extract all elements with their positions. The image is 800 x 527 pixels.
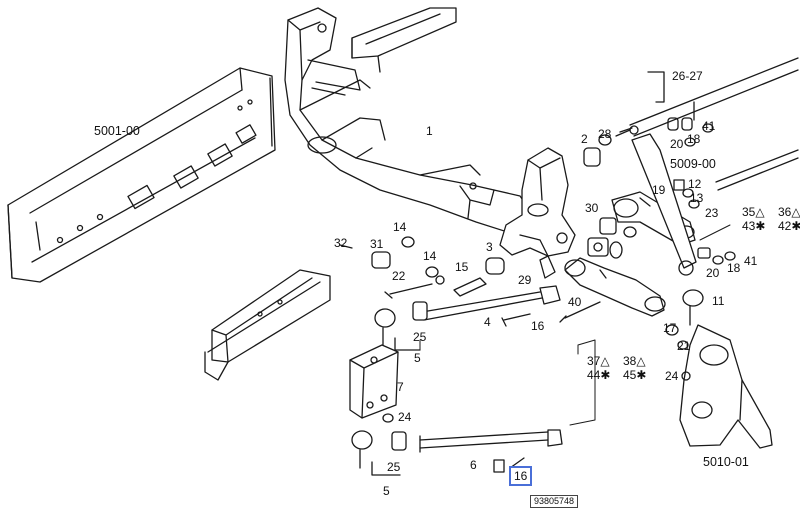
callout-40: 40 bbox=[568, 295, 582, 309]
callout-31: 31 bbox=[370, 237, 384, 251]
callout-37-44: 37△ 44✱ bbox=[587, 354, 611, 383]
callout-18-lower: 18 bbox=[727, 261, 741, 275]
callout-30: 30 bbox=[585, 201, 599, 215]
hardware-cluster-left bbox=[339, 236, 505, 299]
callout-20-upper: 20 bbox=[670, 137, 684, 151]
chassis-frame-rail-lower bbox=[204, 269, 331, 381]
callout-24-left: 24 bbox=[398, 410, 412, 424]
callout-14-upper: 14 bbox=[393, 220, 407, 234]
callout-5010-01: 5010-01 bbox=[703, 455, 749, 469]
callout-25-lower: 25 bbox=[387, 460, 401, 474]
tie-rod-lower bbox=[419, 429, 563, 473]
callout-5-upper: 5 bbox=[414, 351, 421, 365]
callout-3: 3 bbox=[486, 240, 493, 254]
callout-2: 2 bbox=[581, 132, 588, 146]
callout-7: 7 bbox=[397, 380, 404, 394]
callout-36-42: 36△ 42✱ bbox=[778, 205, 800, 234]
callout-14-lower: 14 bbox=[423, 249, 437, 263]
callout-4: 4 bbox=[484, 315, 491, 329]
highlighted-part-callout[interactable]: 16 bbox=[509, 466, 533, 486]
callout-24-right: 24 bbox=[665, 369, 679, 383]
callout-1: 1 bbox=[426, 124, 433, 138]
callout-11: 11 bbox=[712, 294, 725, 308]
ball-joint-lower bbox=[351, 430, 407, 476]
callout-23: 23 bbox=[705, 206, 719, 220]
chassis-frame-rail-left bbox=[7, 67, 276, 283]
callout-20-lower: 20 bbox=[706, 266, 720, 280]
callout-38-45: 38△ 45✱ bbox=[623, 354, 647, 383]
callout-35-43: 35△ 43✱ bbox=[742, 205, 766, 234]
callout-18-upper: 18 bbox=[687, 132, 701, 146]
callout-5001-00: 5001-00 bbox=[94, 124, 140, 138]
callout-12: 12 bbox=[688, 177, 702, 191]
callout-29: 29 bbox=[518, 273, 532, 287]
callout-5-lower: 5 bbox=[383, 484, 390, 498]
callout-6: 6 bbox=[470, 458, 477, 472]
callout-19: 19 bbox=[652, 183, 666, 197]
callout-22: 22 bbox=[392, 269, 406, 283]
callout-41-upper: 41 bbox=[702, 119, 716, 133]
mount-bracket bbox=[349, 344, 399, 419]
callout-26-27: 26-27 bbox=[672, 69, 703, 83]
callout-32: 32 bbox=[334, 236, 348, 250]
ball-joint-upper bbox=[374, 301, 428, 351]
callout-5009-00: 5009-00 bbox=[670, 157, 716, 171]
callout-28: 28 bbox=[598, 127, 612, 141]
axle-beam bbox=[284, 7, 531, 237]
long-tie-rod bbox=[619, 57, 799, 191]
steering-arm-upper bbox=[611, 133, 697, 276]
leader-lines bbox=[419, 224, 731, 426]
drag-link-arm bbox=[539, 255, 666, 323]
callout-21: 21 bbox=[677, 339, 691, 353]
callout-15: 15 bbox=[455, 260, 469, 274]
catalog-number: 93805748 bbox=[530, 495, 579, 508]
callout-17: 17 bbox=[663, 321, 677, 335]
callout-13: 13 bbox=[690, 191, 704, 205]
steering-knuckle bbox=[665, 289, 773, 449]
callout-16-upper: 16 bbox=[531, 319, 545, 333]
callout-25-upper: 25 bbox=[413, 330, 427, 344]
callout-41-lower: 41 bbox=[744, 254, 758, 268]
tie-rod-upper bbox=[421, 285, 561, 327]
chassis-frame-rail-upper bbox=[351, 7, 457, 73]
fasteners bbox=[382, 197, 651, 423]
hardware-cluster-upper bbox=[583, 101, 736, 265]
